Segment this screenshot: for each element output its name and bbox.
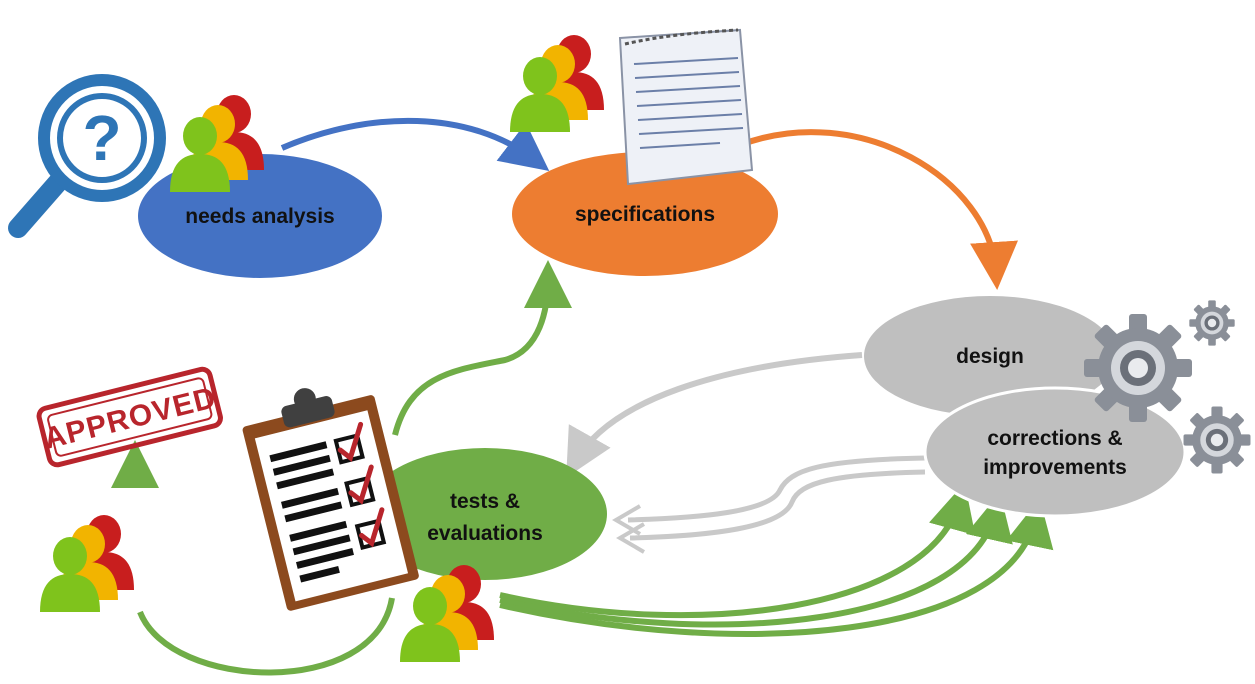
arrow-corrections-to-tests-a	[627, 455, 926, 523]
magnifier-question-icon: ?	[8, 74, 166, 238]
arrow-needs-to-specs	[280, 117, 550, 171]
approved-stamp-icon: APPROVED	[36, 366, 223, 468]
node-tests	[363, 448, 607, 580]
node-design	[864, 296, 1116, 416]
specifications-label: specifications	[575, 203, 715, 226]
design-label: design	[956, 345, 1024, 368]
node-specifications	[512, 152, 778, 276]
users-group-icon	[510, 35, 604, 132]
arrow-tests-to-corrections-b	[499, 492, 1013, 628]
arrow-specs-to-design	[738, 129, 1018, 290]
clipboard-checklist-icon	[242, 388, 419, 611]
arrow-tests-to-corrections-c	[499, 498, 1054, 637]
arrow-corrections-to-tests-b	[629, 469, 926, 541]
document-icon	[618, 28, 754, 186]
tests-label-line2: evaluations	[427, 522, 543, 545]
arrow-tests-to-specs	[392, 260, 572, 436]
arrow-design-to-tests	[566, 352, 863, 478]
arrow-head-gray-b	[616, 522, 646, 554]
arrow-tests-to-approved	[137, 597, 395, 676]
needs-analysis-label: needs analysis	[185, 205, 334, 228]
corrections-label-line1: corrections &	[987, 427, 1122, 450]
arrow-tests-to-corrections-a	[499, 482, 976, 619]
corrections-label-line2: improvements	[983, 456, 1127, 479]
tests-label-line1: tests &	[450, 490, 520, 513]
users-group-icon	[40, 515, 134, 612]
question-mark: ?	[82, 102, 121, 174]
node-corrections	[923, 386, 1187, 518]
